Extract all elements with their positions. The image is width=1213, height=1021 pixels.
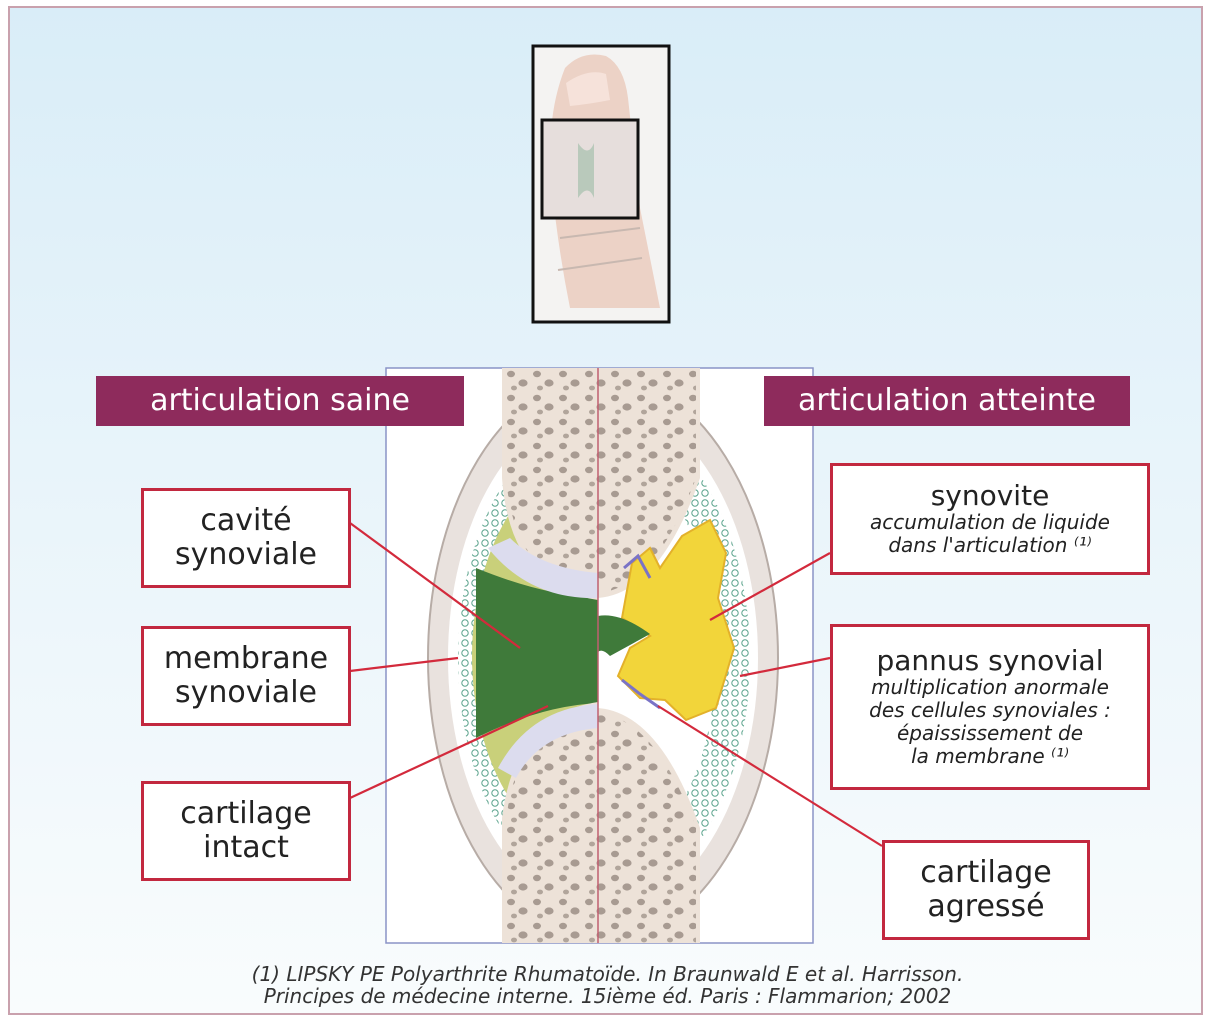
label-intact-cartilage: cartilage intact [141,781,351,881]
header-affected-joint: articulation atteinte [764,376,1130,426]
figure-frame: articulation saine articulation atteinte… [8,6,1203,1015]
label-text: cartilage intact [180,797,312,865]
label-synovial-cavity: cavité synoviale [141,488,351,588]
label-description: accumulation de liquide dans l'articulat… [870,511,1110,557]
header-healthy-joint: articulation saine [96,376,464,426]
label-title: synovite [931,481,1050,511]
label-title: pannus synovial [877,646,1104,676]
label-text: cartilage agressé [920,856,1052,924]
label-text: cavité synoviale [175,504,317,572]
citation-line-2: Principes de médecine interne. 15ième éd… [10,985,1203,1007]
label-synovial-membrane: membrane synoviale [141,626,351,726]
label-attacked-cartilage: cartilage agressé [882,840,1090,940]
citation-line-1: (1) LIPSKY PE Polyarthrite Rhumatoïde. I… [10,963,1203,985]
label-synovial-pannus: pannus synovial multiplication anormale … [830,624,1150,790]
citation: (1) LIPSKY PE Polyarthrite Rhumatoïde. I… [10,963,1203,1007]
label-description: multiplication anormale des cellules syn… [869,676,1111,768]
finger-thumbnail [533,46,669,322]
label-synovitis: synovite accumulation de liquide dans l'… [830,463,1150,575]
label-text: membrane synoviale [164,642,328,710]
